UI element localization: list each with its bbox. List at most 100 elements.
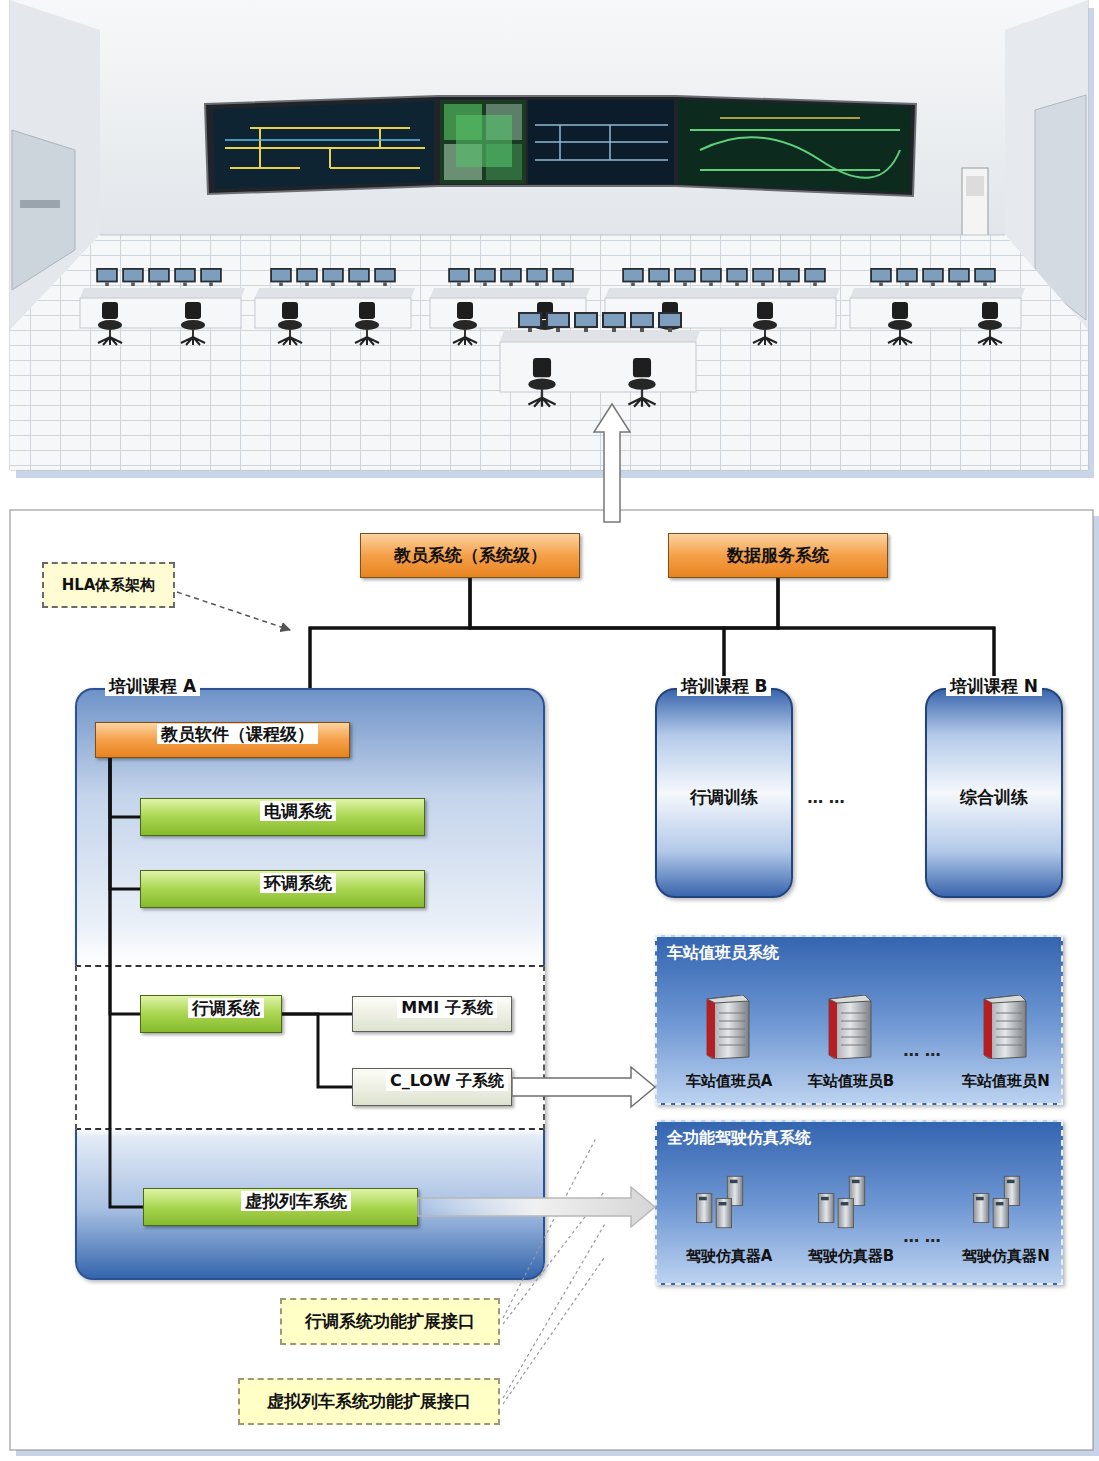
box-label: 培训课程 A: [105, 676, 200, 696]
subsystem-box: 行调系统: [140, 995, 282, 1033]
box-label: 驾驶仿真器B: [808, 1247, 894, 1265]
icon-shape: [818, 1176, 864, 1227]
connector: [310, 578, 778, 688]
server-icon: [693, 995, 753, 1059]
connector-line: [470, 578, 994, 688]
decor-part: [753, 302, 777, 345]
decor-part: [605, 288, 840, 298]
decor-part: [440, 100, 526, 184]
box-label: 行调系统: [188, 998, 264, 1018]
box-label: HLA体系架构: [62, 576, 156, 594]
box-label: 驾驶仿真器A: [686, 1247, 773, 1265]
decor-part: [628, 358, 655, 407]
icon-shape: [707, 995, 749, 1059]
decor-part: [518, 312, 542, 332]
band-outline: [75, 965, 545, 1130]
decor-part: [804, 268, 826, 286]
back-wall: [10, 0, 1088, 235]
decor-part: [213, 101, 434, 189]
box-label: 全功能驾驶仿真系统: [667, 1128, 811, 1147]
decor-part: [255, 288, 415, 298]
decor-part: [726, 268, 748, 286]
side-window: [12, 130, 75, 290]
diagram-shadow: [16, 516, 1099, 1456]
course-box: 培训课程 N综合训练: [925, 688, 1063, 898]
interface-box: 行调系统功能扩展接口: [280, 1298, 500, 1345]
hollow-up-arrow: [594, 404, 630, 522]
leader-arrow: [177, 592, 290, 630]
decor-part: [658, 302, 682, 345]
decor-part: [80, 298, 241, 328]
server-icon: [815, 995, 875, 1059]
decor-part: [98, 302, 122, 345]
video-wall: [205, 96, 916, 196]
decor-part: [533, 302, 557, 345]
decor-part: [700, 268, 722, 286]
connector: [724, 578, 778, 688]
module-box: C_LOW 子系统: [352, 1068, 512, 1106]
decor-part: [348, 268, 370, 286]
equipment-node: 车站值班员A: [668, 993, 778, 1093]
box-label: 培训课程 N: [946, 676, 1042, 696]
decor-part: [296, 268, 318, 286]
equipment-panel: 全功能驾驶仿真系统驾驶仿真器A驾驶仿真器B驾驶仿真器N: [655, 1120, 1063, 1285]
subsystem-box: 电调系统: [140, 798, 425, 836]
icon-shape: [973, 1176, 1019, 1227]
air-conditioner-grille: [966, 176, 984, 196]
decor-part: [526, 268, 548, 286]
decor-part: [122, 268, 144, 286]
decor-part: [174, 268, 196, 286]
connector: [310, 578, 470, 688]
left-wall: [10, 0, 100, 330]
subsystem-box: 环调系统: [140, 870, 425, 908]
interface-box: 虚拟列车系统功能扩展接口: [238, 1378, 500, 1425]
box-label: 车站值班员B: [808, 1072, 894, 1090]
icon-shape: [829, 995, 871, 1059]
box-label: 车站值班员系统: [667, 943, 779, 962]
decor-part: [205, 96, 916, 196]
decor-part: [552, 268, 574, 286]
decor-part: [574, 312, 598, 332]
side-desk: [20, 200, 60, 208]
decor-part: [430, 288, 590, 298]
side-window: [1035, 95, 1086, 320]
decor-part: [690, 130, 900, 178]
box-label: 电调系统: [260, 801, 336, 821]
box-label: MMI 子系统: [397, 998, 496, 1017]
decor-part: [80, 288, 245, 298]
server-icon: [970, 995, 1030, 1059]
system-box: 数据服务系统: [668, 533, 888, 578]
box-body-text: 行调训练: [690, 787, 758, 807]
equipment-panel: 车站值班员系统车站值班员A车站值班员B车站值班员N: [655, 935, 1063, 1105]
decor-part: [486, 144, 522, 180]
connector: [470, 578, 724, 688]
decor-part: [658, 312, 682, 332]
decor-part: [355, 302, 379, 345]
ellipsis-mark: … …: [903, 1041, 941, 1060]
floor-edge: [100, 235, 1005, 236]
box-label: 行调系统功能扩展接口: [305, 1311, 475, 1331]
decor-part: [648, 268, 670, 286]
simulator-icon: [815, 1170, 875, 1234]
decor-part: [374, 268, 396, 286]
decor-part: [255, 298, 411, 328]
floor: [10, 235, 1088, 470]
decor-part: [528, 100, 674, 184]
decor-part: [528, 358, 555, 407]
icon-shape: [696, 1176, 742, 1227]
decor-part: [978, 302, 1002, 345]
decor-part: [948, 268, 970, 286]
decor-part: [96, 268, 118, 286]
course-box: 培训课程 B行调训练: [655, 688, 793, 898]
decor-part: [778, 268, 800, 286]
decor-part: [674, 268, 696, 286]
decor-part: [486, 104, 522, 140]
decor-part: [630, 312, 654, 332]
connector-line: [310, 578, 778, 688]
connector-line: [778, 578, 994, 688]
decor-part: [752, 268, 774, 286]
decor-part: [720, 117, 860, 119]
decor-part: [444, 144, 482, 180]
callout-box: HLA体系架构: [42, 562, 175, 608]
decor-part: [602, 312, 626, 332]
